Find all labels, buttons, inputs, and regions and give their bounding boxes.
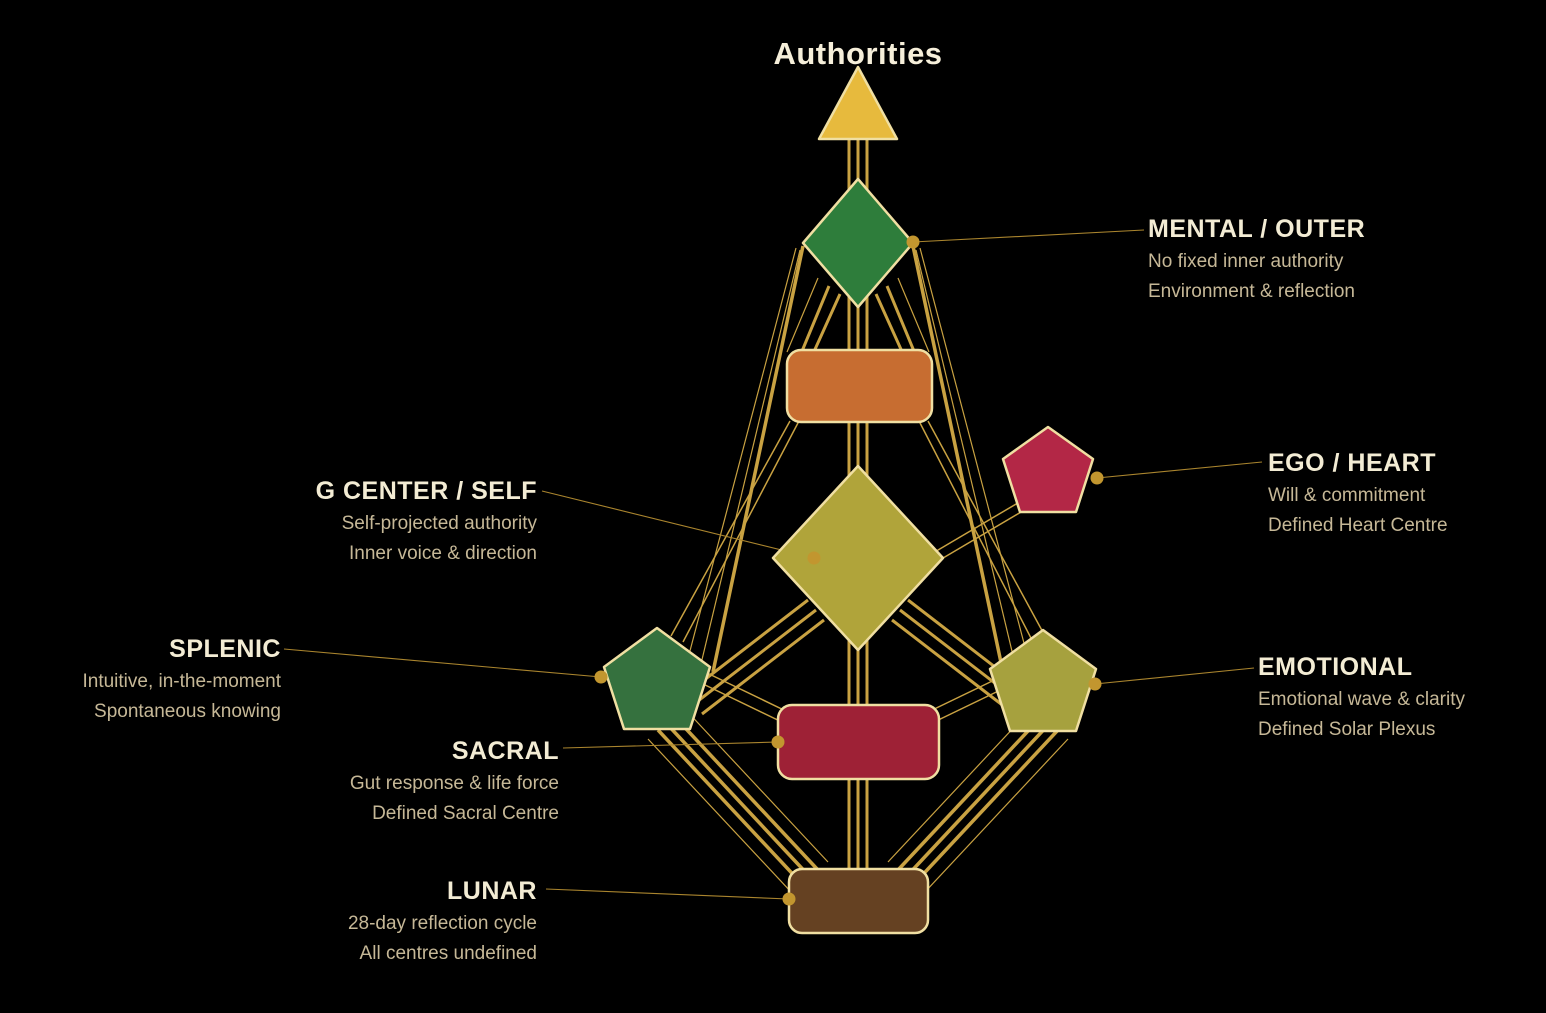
head-center-shape [817,65,899,141]
label-sacral-line2: Defined Sacral Centre [372,803,559,824]
label-g-center: G CENTER / SELF Self-projected authority… [316,477,537,566]
label-mental-line2: Environment & reflection [1148,281,1355,302]
leader-lines [283,229,1263,900]
label-mental-line1: No fixed inner authority [1148,251,1344,272]
g-center-shape [771,464,945,652]
leader-splenic [283,648,602,678]
channel-g-sacral [847,640,869,715]
channel-side-left [685,245,805,673]
leader-sacral [562,741,779,749]
channel-side-right [911,245,1031,673]
spleen-center-shape [602,626,712,731]
label-ego-line1: Will & commitment [1268,485,1426,506]
leader-lunar [545,888,790,900]
label-g-center-title: G CENTER / SELF [315,477,537,505]
channel-ajna-throat [786,277,930,360]
label-ego-title: EGO / HEART [1268,449,1437,477]
label-splenic-line1: Intuitive, in-the-moment [82,671,281,692]
sacral-center-shape [776,703,941,781]
label-splenic-line2: Spontaneous knowing [94,701,281,722]
label-lunar-line1: 28-day reflection cycle [347,913,537,934]
ajna-center-shape [801,177,915,309]
leader-mental [912,229,1145,243]
channel-throat-solar [918,420,1046,643]
channel-sacral-root [847,774,869,880]
channel-solar-root [887,707,1069,894]
channel-spleen-root [647,707,829,894]
leader-dots [594,235,1104,906]
root-center-shape [787,867,930,935]
leader-g-center [541,490,815,559]
label-sacral-line1: Gut response & life force [349,773,559,794]
label-splenic: SPLENIC Intuitive, in-the-moment Spontan… [82,635,281,724]
solar-plexus-center-shape [988,628,1098,733]
leader-emotional [1094,667,1255,685]
label-lunar-line2: All centres undefined [359,943,537,964]
label-sacral-title: SACRAL [451,737,559,765]
label-emotional-line2: Defined Solar Plexus [1258,719,1436,740]
label-sacral: SACRAL Gut response & life force Defined… [350,737,559,826]
leader-ego [1096,461,1263,479]
channel-spleen-sacral [700,671,791,725]
label-emotional-line1: Emotional wave & clarity [1258,689,1465,710]
label-mental: MENTAL / OUTER No fixed inner authority … [1148,215,1365,304]
channel-throat-spleen [670,420,800,643]
label-ego: EGO / HEART Will & commitment Defined He… [1268,449,1448,538]
label-ego-line2: Defined Heart Centre [1268,515,1448,536]
label-splenic-title: SPLENIC [169,635,281,663]
throat-center-shape [785,348,934,424]
label-lunar: LUNAR 28-day reflection cycle All centre… [348,877,537,966]
label-lunar-title: LUNAR [447,877,537,905]
label-mental-title: MENTAL / OUTER [1148,215,1366,243]
label-g-center-line1: Self-projected authority [341,513,537,534]
label-emotional: EMOTIONAL Emotional wave & clarity Defin… [1258,653,1465,742]
heart-center-shape [1001,425,1095,514]
label-emotional-title: EMOTIONAL [1258,653,1413,681]
page-title: Authorities [773,36,943,71]
channel-g-heart [932,496,1034,562]
label-g-center-line2: Inner voice & direction [349,543,537,564]
